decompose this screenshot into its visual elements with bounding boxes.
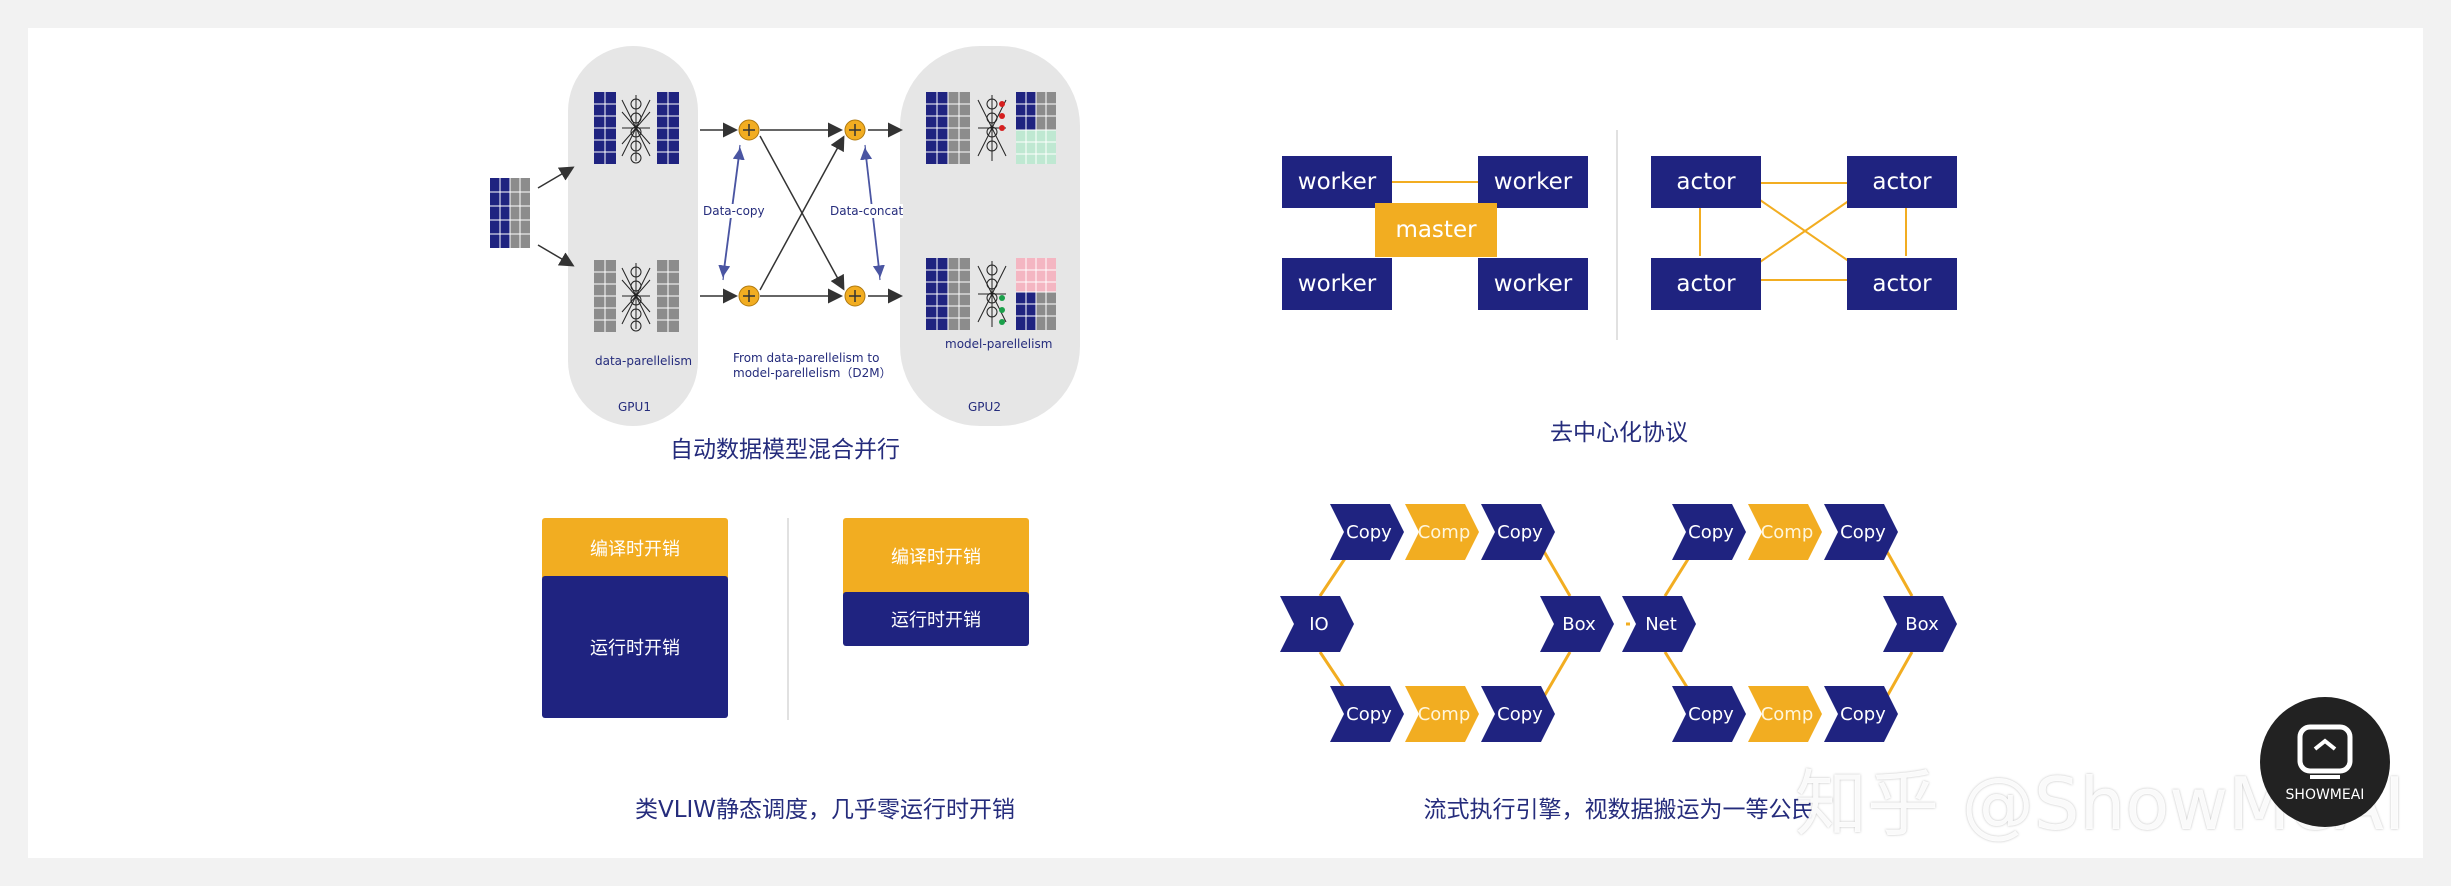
comp-chevron-label: Comp: [1417, 703, 1471, 725]
copy-chevron: [1672, 686, 1746, 742]
worker-box-bottom-right: worker: [1478, 258, 1588, 310]
net-chevron-label: Net: [1645, 613, 1677, 635]
copy-chevron: [1481, 504, 1555, 560]
box-chevron-label: Box: [1905, 613, 1939, 635]
compile-cost-box-right: 编译时开销: [843, 518, 1029, 594]
comp-chevron: [1405, 504, 1479, 560]
caption-hybrid-parallel: 自动数据模型混合并行: [670, 437, 900, 463]
copy-chevron-label: Copy: [1346, 521, 1392, 543]
divider-panel3: [787, 518, 789, 720]
comp-chevron: [1748, 686, 1822, 742]
runtime-cost-box-right: 运行时开销: [843, 592, 1029, 646]
label-data-concat: Data-concat: [830, 204, 904, 218]
label-data-parallel: data-parellelism: [595, 354, 693, 368]
actor-box-top-right: actor: [1847, 156, 1957, 208]
gpu2-network-top: [926, 92, 1056, 164]
label-gpu1: GPU1: [618, 400, 651, 414]
copy-chevron: [1330, 686, 1404, 742]
runtime-cost-box-left: 运行时开销: [542, 576, 728, 718]
actor-box-top-left: actor: [1651, 156, 1761, 208]
showmeai-logo-text: SHOWMEAI: [2285, 787, 2365, 803]
label-d2m-line1: From data-parellelism to: [733, 351, 880, 365]
input-arrow-top: [537, 166, 575, 189]
label-data-copy: Data-copy: [703, 204, 765, 218]
input-matrix: [490, 178, 530, 248]
comp-chevron: [1748, 504, 1822, 560]
copy-chevron: [1481, 686, 1555, 742]
comp-chevron-label: Comp: [1760, 521, 1814, 543]
master-box: master: [1375, 203, 1497, 257]
label-model-parallel: model-parellelism: [945, 337, 1053, 351]
copy-chevron: [1824, 686, 1898, 742]
copy-chevron-label: Copy: [1688, 703, 1734, 725]
label-d2m-line2: model-parellelism（D2M）: [733, 366, 892, 380]
caption-streaming: 流式执行引擎，视数据搬运为一等公民: [1423, 797, 1815, 823]
io-chevron: [1280, 596, 1354, 652]
comp-chevron-label: Comp: [1760, 703, 1814, 725]
worker-box-top-right: worker: [1478, 156, 1588, 208]
stream-chevrons: [1280, 504, 1957, 742]
stream-links: [1318, 547, 1914, 701]
caption-vliw: 类VLIW静态调度，几乎零运行时开销: [634, 797, 1016, 823]
actor-box-bottom-left: actor: [1651, 258, 1761, 310]
diagram-card: [28, 28, 2423, 858]
label-gpu2: GPU2: [968, 400, 1001, 414]
worker-box-bottom-left: worker: [1282, 258, 1392, 310]
comp-chevron: [1405, 686, 1479, 742]
copy-chevron-label: Copy: [1688, 521, 1734, 543]
copy-chevron-label: Copy: [1346, 703, 1392, 725]
copy-chevron-label: Copy: [1497, 703, 1543, 725]
compile-cost-box-left: 编译时开销: [542, 518, 728, 578]
divider-panel2: [1616, 130, 1618, 340]
copy-chevron-label: Copy: [1840, 703, 1886, 725]
io-chevron-label: IO: [1309, 613, 1329, 635]
copy-chevron: [1672, 504, 1746, 560]
gpu2-network-bottom: [926, 258, 1056, 330]
caption-decentralized: 去中心化协议: [1550, 420, 1688, 446]
copy-chevron: [1330, 504, 1404, 560]
actor-links: [1699, 182, 1907, 281]
copy-chevron-label: Copy: [1840, 521, 1886, 543]
showmeai-logo: SHOWMEAI: [2260, 697, 2390, 827]
box-chevron: [1883, 596, 1957, 652]
actor-box-bottom-right: actor: [1847, 258, 1957, 310]
box-chevron: [1540, 596, 1614, 652]
box-chevron-label: Box: [1562, 613, 1596, 635]
worker-box-top-left: worker: [1282, 156, 1392, 208]
gpu1-network-bottom: [594, 260, 679, 332]
comp-chevron-label: Comp: [1417, 521, 1471, 543]
input-arrow-bottom: [537, 244, 575, 267]
gpu1-network-top: [594, 92, 679, 164]
copy-chevron: [1824, 504, 1898, 560]
copy-chevron-label: Copy: [1497, 521, 1543, 543]
net-chevron: [1622, 596, 1696, 652]
